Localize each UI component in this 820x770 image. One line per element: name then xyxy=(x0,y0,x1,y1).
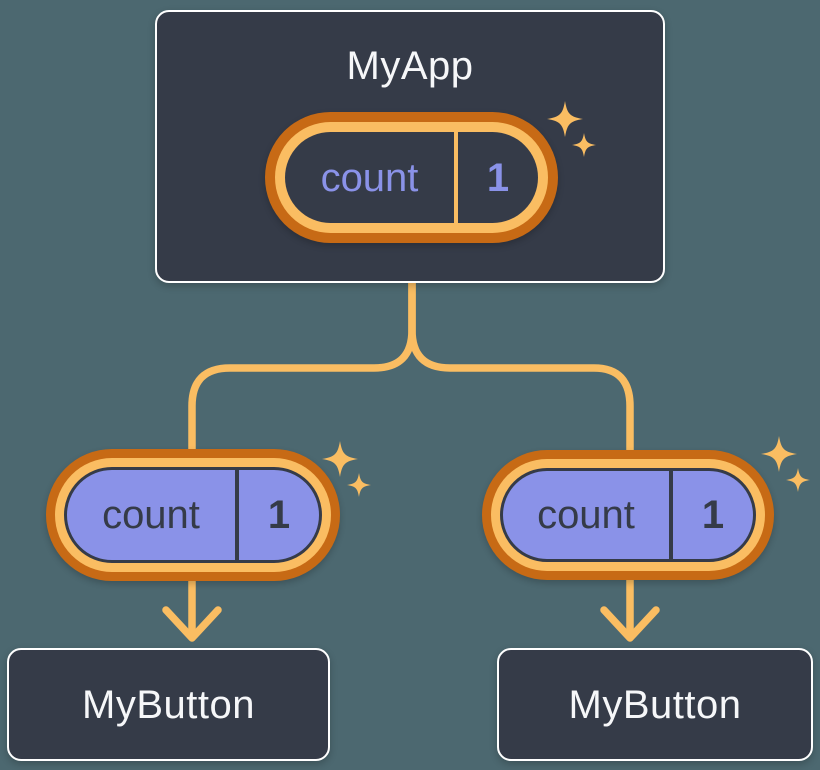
prop-pill-core: count 1 xyxy=(64,467,322,563)
prop-value-label: 1 xyxy=(267,493,291,537)
sparkle-icon xyxy=(547,101,596,157)
prop-value-label: 1 xyxy=(701,493,725,537)
pill-divider xyxy=(669,471,673,559)
state-pill-myapp: count 1 xyxy=(265,112,558,243)
prop-pill-left: count 1 xyxy=(46,449,340,581)
arrow-down-icon xyxy=(600,606,660,642)
prop-name-label: count xyxy=(537,493,635,537)
connector-left-branch xyxy=(188,274,416,640)
state-pill-core: count 1 xyxy=(285,132,538,223)
component-title-mybutton-left: MyButton xyxy=(82,682,255,727)
state-pill-ring: count 1 xyxy=(275,122,548,233)
prop-pill-ring: count 1 xyxy=(491,459,765,571)
sparkle-icon xyxy=(761,436,810,492)
pill-divider xyxy=(235,470,239,560)
state-name-label: count xyxy=(320,155,419,200)
arrow-down-icon xyxy=(162,606,222,642)
prop-pill-ring: count 1 xyxy=(55,458,331,572)
state-value-label: 1 xyxy=(486,155,510,200)
prop-pill-right: count 1 xyxy=(482,450,774,580)
pill-divider xyxy=(454,132,458,223)
sparkle-icon xyxy=(322,441,371,497)
component-box-mybutton-left: MyButton xyxy=(7,648,330,761)
component-box-mybutton-right: MyButton xyxy=(497,648,813,761)
component-title-myapp: MyApp xyxy=(346,44,474,88)
prop-pill-core: count 1 xyxy=(500,468,756,562)
connector-right-branch xyxy=(408,274,634,640)
prop-name-label: count xyxy=(102,493,200,537)
component-title-mybutton-right: MyButton xyxy=(568,682,742,727)
